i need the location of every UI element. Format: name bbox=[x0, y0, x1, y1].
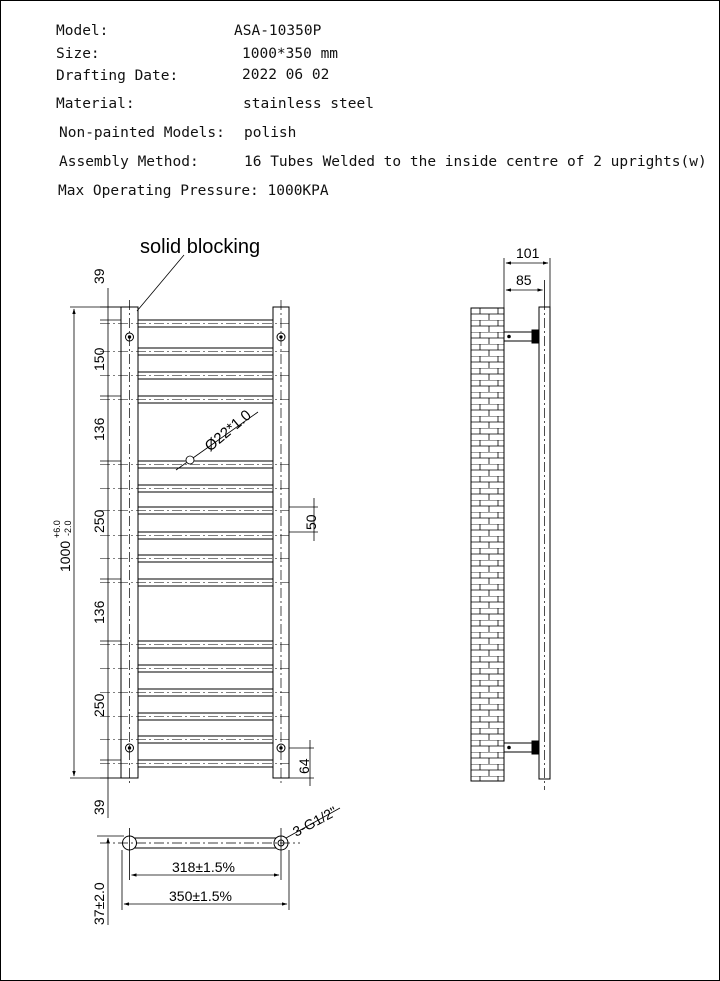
size-value: 1000*350 mm bbox=[242, 46, 339, 62]
dim-37: 37±2.0 bbox=[91, 882, 107, 925]
size-label: Size: bbox=[56, 46, 100, 62]
height-tol-lower: -2.0 bbox=[63, 520, 73, 536]
side-view bbox=[470, 258, 551, 790]
dim-top-39: 39 bbox=[91, 268, 107, 284]
assembly-value: 16 Tubes Welded to the inside centre of … bbox=[244, 154, 707, 170]
material-label: Material: bbox=[56, 96, 135, 112]
dim-350: 350±1.5% bbox=[169, 888, 232, 904]
drafting-date-label: Drafting Date: bbox=[56, 68, 179, 84]
non-painted-label: Non-painted Models: bbox=[59, 125, 225, 141]
tube-diameter-label: Ø22*1.0 bbox=[202, 407, 255, 455]
height-1000: 1000 bbox=[57, 541, 73, 572]
drafting-date-value: 2022 06 02 bbox=[242, 67, 330, 83]
brick-wall bbox=[470, 307, 505, 782]
front-dimensions bbox=[70, 254, 318, 818]
non-painted-value: polish bbox=[244, 125, 297, 141]
bottom-view bbox=[97, 807, 341, 925]
model-value: ASA-10350P bbox=[234, 23, 322, 39]
assembly-label: Assembly Method: bbox=[59, 154, 199, 170]
valve-circle-top-right bbox=[276, 332, 286, 342]
valve-thread-label: 3-G1/2" bbox=[290, 803, 340, 840]
max-pressure: Max Operating Pressure: 1000KPA bbox=[58, 183, 329, 199]
front-view bbox=[120, 300, 290, 785]
dim-150: 150 bbox=[91, 347, 107, 371]
tube-group bbox=[100, 319, 289, 768]
dim-101: 101 bbox=[516, 245, 540, 261]
dim-bottom-39: 39 bbox=[91, 799, 107, 815]
dim-136-upper: 136 bbox=[91, 417, 107, 441]
dim-64: 64 bbox=[296, 758, 312, 774]
valve-circle-bottom-left bbox=[125, 743, 134, 753]
dim-250-upper: 250 bbox=[91, 509, 107, 533]
tube-section-circle bbox=[185, 455, 195, 465]
dim-85: 85 bbox=[516, 272, 532, 288]
solid-blocking-callout: solid blocking bbox=[140, 236, 260, 258]
valve-circle-top-left bbox=[125, 332, 134, 342]
dim-136-lower: 136 bbox=[91, 600, 107, 624]
model-label: Model: bbox=[56, 23, 109, 39]
dim-50: 50 bbox=[303, 514, 319, 530]
valve-circle-bottom-right bbox=[276, 743, 286, 753]
dim-250-lower: 250 bbox=[91, 693, 107, 717]
material-value: stainless steel bbox=[243, 96, 374, 112]
height-tol-upper: +6.0 bbox=[52, 520, 62, 538]
dim-318: 318±1.5% bbox=[172, 859, 235, 875]
